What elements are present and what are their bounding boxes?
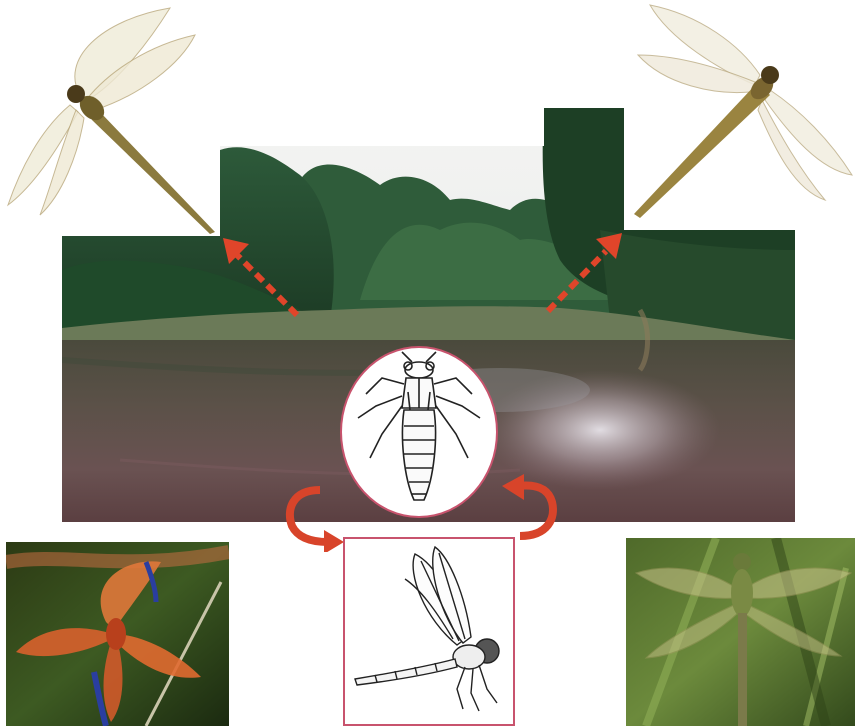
- green-dragonfly-photo: [626, 538, 855, 726]
- dragonfly-adult-icon: [345, 539, 513, 724]
- dragonfly-nymph-icon: [342, 348, 496, 516]
- dragonfly-photo-top-right: [630, 0, 855, 225]
- emergence-arrow-left: [215, 230, 310, 325]
- emergence-arrow-right: [540, 225, 630, 320]
- red-dragonfly-photo: [6, 542, 229, 726]
- dragonfly-photo-top-left: [0, 0, 230, 240]
- nymph-drawing-circle: [340, 346, 498, 518]
- adult-drawing-box: [343, 537, 515, 726]
- cycle-arrow-left: [282, 482, 352, 552]
- cycle-arrow-right: [496, 472, 566, 544]
